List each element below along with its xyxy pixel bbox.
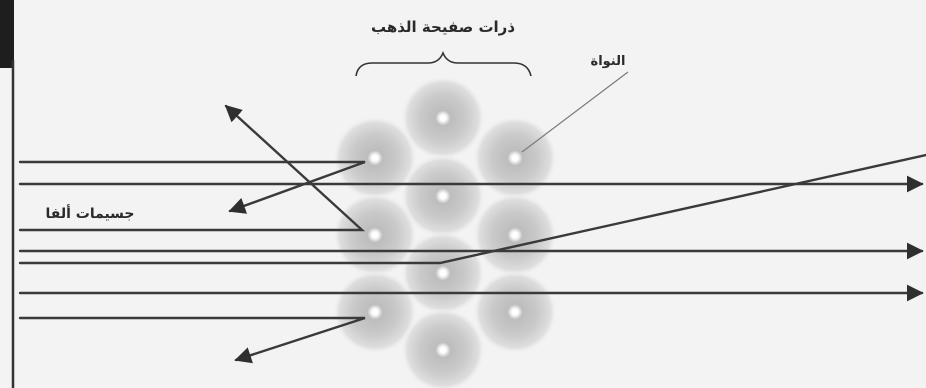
nucleus: [512, 309, 518, 315]
gold-atom: [473, 193, 557, 277]
nucleus: [512, 232, 518, 238]
nucleus: [440, 270, 446, 276]
nucleus: [372, 155, 378, 161]
left-frame-edge: [0, 0, 14, 68]
nucleus: [372, 309, 378, 315]
gold-atom: [473, 270, 557, 354]
nucleus: [440, 115, 446, 121]
nucleus-label: النواة: [591, 54, 626, 69]
gold-atoms: [333, 76, 557, 388]
nucleus: [440, 193, 446, 199]
nucleus: [372, 232, 378, 238]
gold-atom: [473, 116, 557, 200]
nucleus: [440, 347, 446, 353]
gold-foil-atoms-label: ذرات صفيحة الذهب: [371, 18, 515, 36]
alpha-particles-label: جسيمات ألفا: [45, 204, 134, 222]
nucleus: [512, 155, 518, 161]
